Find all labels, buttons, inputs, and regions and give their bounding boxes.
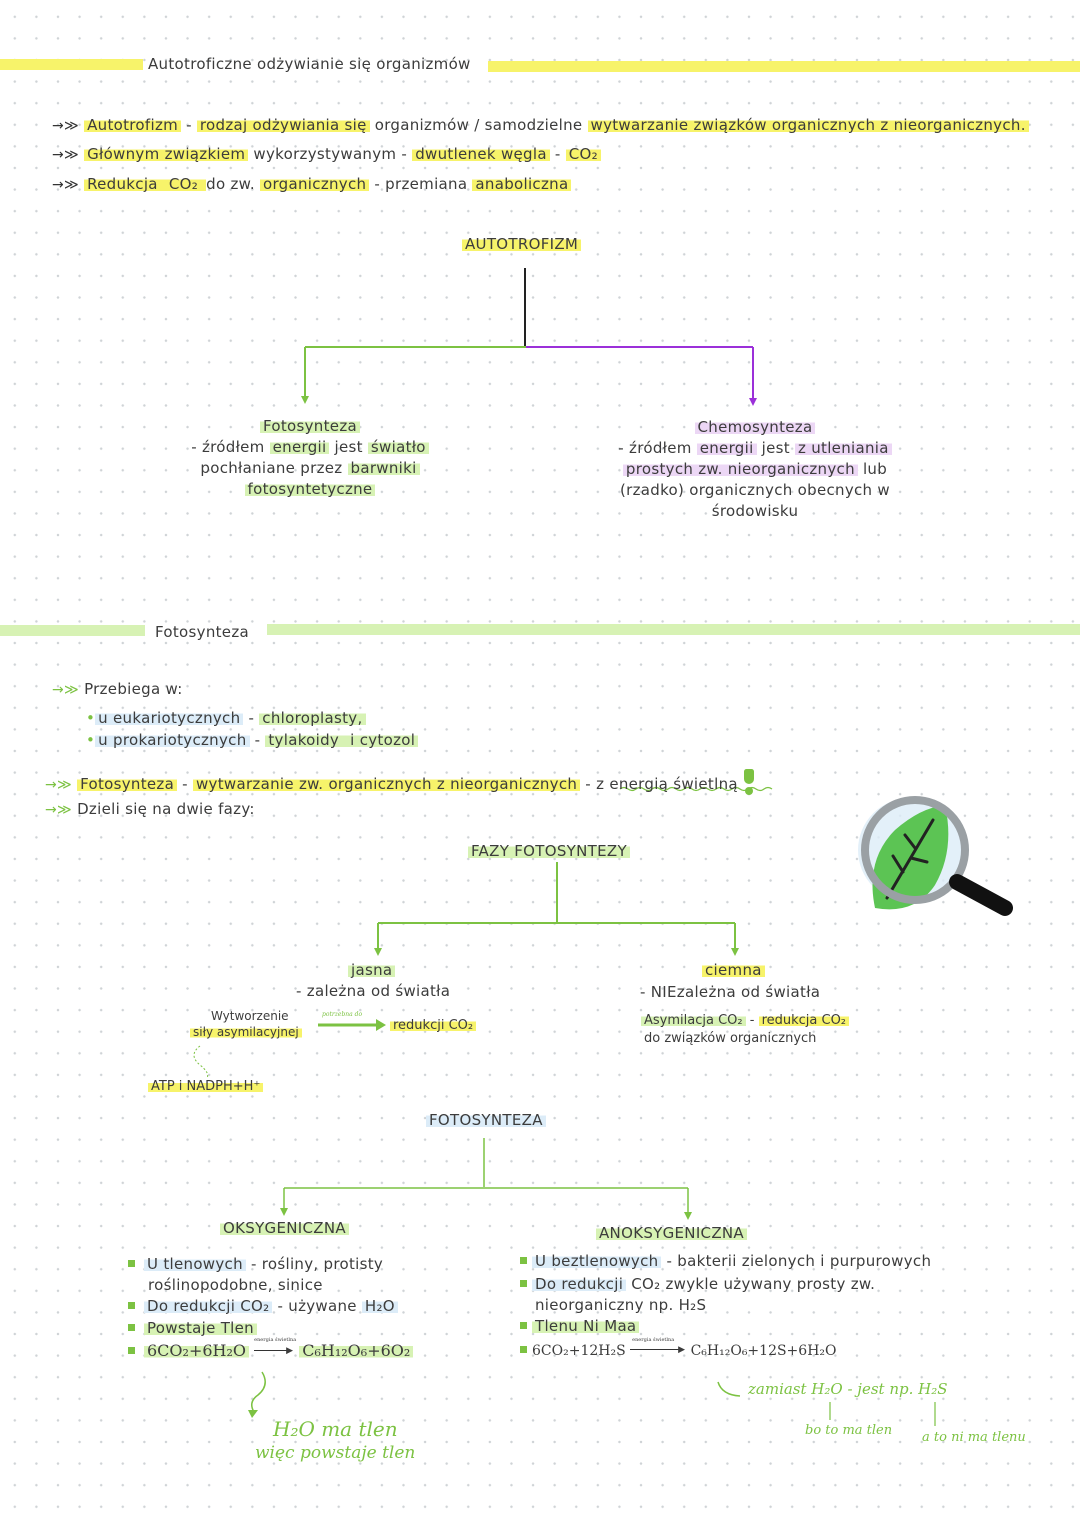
fotosynteza-definition: →≫ Fotosynteza - wytwarzanie zw. organic…: [45, 769, 755, 795]
jasna-sub: - zależna od światła: [296, 982, 451, 1000]
list-item-eukaryotic: •u eukariotycznych - chloroplasty,: [86, 709, 366, 727]
triple-arrow-icon: →≫: [52, 177, 79, 193]
sila-asymilacyjna-label: siły asymilacyjnej: [190, 1025, 302, 1039]
oksy-note2: więc powstaje tlen: [255, 1443, 416, 1463]
exclamation-icon: [743, 769, 755, 795]
square-bullet-icon: [520, 1257, 527, 1264]
triple-arrow-icon: →≫: [52, 682, 79, 698]
square-bullet-icon: [520, 1322, 527, 1329]
triple-arrow-icon: →≫: [52, 118, 79, 134]
fotosynteza-node: Fotosynteza - źródłem energii jest świat…: [150, 416, 470, 500]
square-bullet-icon: [520, 1346, 527, 1353]
anoksy-note3: a to ni ma tlenu: [922, 1430, 1026, 1445]
asymilacja-line2: do związków organicznych: [644, 1031, 817, 1046]
reaction-arrow: energia świetlna ▶: [630, 1337, 686, 1355]
triple-arrow-icon: →≫: [45, 777, 72, 793]
chemosynteza-node: Chemosynteza - źródłem energii jest z ut…: [618, 418, 892, 520]
fazy-root: FAZY FOTOSYNTEZY: [468, 842, 630, 860]
main-compound-line: →≫ Głównym związkiem wykorzystywanym - d…: [52, 145, 601, 163]
oksygeniczna-title: OKSYGENICZNA: [220, 1219, 349, 1237]
redukcji-label: redukcji CO₂: [390, 1018, 477, 1033]
anoksy-note1: zamiast H₂O - jest np. H₂S: [748, 1380, 948, 1398]
oksy-bullet1: U tlenowych - rośliny, protisty roślinop…: [128, 1254, 383, 1296]
oksy-bullet2: Do redukcji CO₂ - używane H₂O: [128, 1297, 398, 1315]
anoksy-note2: bo to ma tlen: [805, 1423, 893, 1438]
anoksy-equation: 6CO₂+12H₂S energia świetlna ▶ C₆H₁₂O₆+12…: [520, 1337, 837, 1359]
oksy-equation: 6CO₂+6H₂O energia świetlna ▶ C₆H₁₂O₆+6O₂: [128, 1337, 414, 1360]
section1-header-bar-left: [0, 59, 143, 70]
square-bullet-icon: [128, 1324, 135, 1331]
chemosynteza-title: Chemosynteza: [694, 418, 816, 436]
anoksy-bullet2: Do redukcji CO₂ zwykle używany prosty zw…: [520, 1274, 875, 1316]
przebiega-line: →≫ Przebiega w:: [52, 680, 183, 698]
magnifier-leaf-icon: [858, 796, 1013, 916]
square-bullet-icon: [128, 1347, 135, 1354]
anoksy-bullet3: Tlenu Ni Maa: [520, 1317, 640, 1335]
square-bullet-icon: [128, 1302, 135, 1309]
fotosynteza-root: FOTOSYNTEZA: [426, 1111, 546, 1129]
ciemna-sub: - NIEzależna od światła: [640, 983, 821, 1001]
section1-header-bar-right: [488, 61, 1080, 72]
section1-title: Autotroficzne odżywianie się organizmów: [148, 55, 471, 73]
section2-title: Fotosynteza: [155, 623, 250, 641]
square-bullet-icon: [128, 1260, 135, 1267]
bullet-icon: •: [86, 709, 96, 727]
arrow-note: potrzebna do: [322, 1011, 363, 1018]
jasna-title: jasna: [348, 961, 396, 979]
oksy-bullet3: Powstaje Tlen: [128, 1319, 257, 1337]
autotrofizm-root: AUTOTROFIZM: [462, 235, 582, 253]
triple-arrow-icon: →≫: [45, 802, 72, 818]
atp-label: ATP i NADPH+H⁺: [148, 1079, 264, 1094]
fotosynteza-title: Fotosynteza: [259, 417, 360, 435]
triple-arrow-icon: →≫: [52, 147, 79, 163]
bullet-icon: •: [86, 731, 96, 749]
reduction-line: →≫ Redukcja CO₂ do zw. organicznych - pr…: [52, 175, 572, 193]
dzieli-line: →≫ Dzieli się na dwie fazy:: [45, 800, 255, 818]
wytworzenie-label: Wytworzenie: [211, 1009, 289, 1023]
oksy-note1: H₂O ma tlen: [273, 1417, 398, 1441]
ciemna-title: ciemna: [702, 961, 765, 979]
autotrofizm-definition: →≫ Autotrofizm - rodzaj odżywiania się o…: [52, 116, 1029, 134]
anoksygeniczna-title: ANOKSYGENICZNA: [596, 1224, 747, 1242]
list-item-prokaryotic: •u prokariotycznych - tylakoidy i cytozo…: [86, 731, 419, 749]
reaction-arrow: energia świetlna ▶: [254, 1337, 297, 1356]
asymilacja-line: Asymilacja CO₂ - redukcja CO₂: [641, 1013, 850, 1028]
anoksy-bullet1: U beztlenowych - bakterii zielonych i pu…: [520, 1252, 931, 1270]
square-bullet-icon: [520, 1280, 527, 1287]
